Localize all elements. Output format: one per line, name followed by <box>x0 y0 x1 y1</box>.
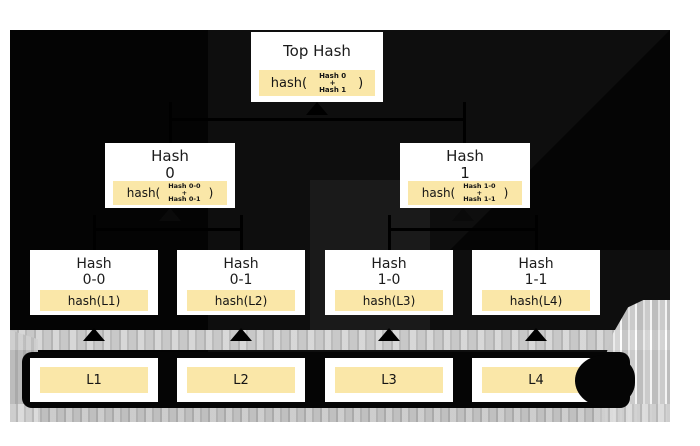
node-hash-0-0-title: Hash 0-0 <box>76 256 112 289</box>
connector-h0-bar <box>93 228 243 231</box>
data-block-l3[interactable]: L3 <box>325 358 453 402</box>
node-top-hash-expression: hash( Hash 0 + Hash 1 ) <box>259 70 375 96</box>
connector-h0-to-top <box>169 102 172 143</box>
hash-arg-second: Hash 1 <box>319 85 347 94</box>
node-top-hash-title: Top Hash <box>283 42 351 60</box>
node-hash-0[interactable]: Hash 0 hash( Hash 0-0 + Hash 0-1 ) <box>105 143 235 208</box>
connector-h1-to-top <box>463 102 466 143</box>
node-hash-1[interactable]: Hash 1 hash( Hash 1-0 + Hash 1-1 ) <box>400 143 530 208</box>
node-hash-1-0-expression: hash(L3) <box>335 290 443 311</box>
hash-arguments: Hash 0-0 + Hash 0-1 <box>168 183 200 203</box>
hash-arguments: Hash 0 + Hash 1 <box>319 71 347 94</box>
node-hash-0-expression: hash( Hash 0-0 + Hash 0-1 ) <box>113 181 227 205</box>
hash-close-paren: ) <box>208 186 214 200</box>
data-block-l1-label: L1 <box>40 367 148 393</box>
hash-close-paren: ) <box>503 186 509 200</box>
arrow-to-hash-0 <box>159 208 181 221</box>
hash-arg-operator: + <box>329 78 336 87</box>
arrow-leaf-l3-to-hash-10 <box>378 328 400 341</box>
arrow-leaf-l2-to-hash-01 <box>230 328 252 341</box>
hash-arg-first: Hash 1-0 <box>463 182 496 191</box>
hash-arg-first: Hash 0-0 <box>168 182 201 191</box>
connector-h00-to-h0 <box>93 215 96 250</box>
node-hash-0-1-expression: hash(L2) <box>187 290 295 311</box>
hash-arg-operator: + <box>476 188 483 197</box>
hash-open-paren: hash( <box>421 186 456 200</box>
node-hash-0-1-title: Hash 0-1 <box>223 256 259 289</box>
node-hash-1-0[interactable]: Hash 1-0 hash(L3) <box>325 250 453 315</box>
hash-arguments: Hash 1-0 + Hash 1-1 <box>463 183 495 203</box>
hash-arg-operator: + <box>181 188 188 197</box>
hash-close-paren: ) <box>358 75 364 91</box>
hash-arg-second: Hash 1-1 <box>463 195 496 204</box>
connector-h01-to-h0 <box>240 215 243 250</box>
connector-h1-bar <box>388 228 538 231</box>
connector-top-bar <box>169 118 466 121</box>
hash-open-paren: hash( <box>270 75 308 91</box>
node-hash-1-1[interactable]: Hash 1-1 hash(L4) <box>472 250 600 315</box>
node-hash-0-0-expression: hash(L1) <box>40 290 148 311</box>
arrow-to-hash-1 <box>452 208 474 221</box>
node-hash-1-expression: hash( Hash 1-0 + Hash 1-1 ) <box>408 181 522 205</box>
hash-open-paren: hash( <box>126 186 161 200</box>
data-block-l3-label: L3 <box>335 367 443 393</box>
data-block-l2[interactable]: L2 <box>177 358 305 402</box>
arrow-leaf-l4-to-hash-11 <box>525 328 547 341</box>
data-block-l4-label: L4 <box>482 367 590 393</box>
node-hash-1-1-title: Hash 1-1 <box>518 256 554 289</box>
data-block-l4[interactable]: L4 <box>472 358 600 402</box>
arrow-to-top-hash <box>306 102 328 115</box>
arrow-leaf-l1-to-hash-00 <box>83 328 105 341</box>
node-hash-0-0[interactable]: Hash 0-0 hash(L1) <box>30 250 158 315</box>
hash-arg-first: Hash 0 <box>319 71 347 80</box>
node-top-hash[interactable]: Top Hash hash( Hash 0 + Hash 1 ) <box>251 32 383 102</box>
node-hash-1-0-title: Hash 1-0 <box>371 256 407 289</box>
connector-h10-to-h1 <box>388 215 391 250</box>
node-hash-0-1[interactable]: Hash 0-1 hash(L2) <box>177 250 305 315</box>
connector-h11-to-h1 <box>535 215 538 250</box>
data-block-l2-label: L2 <box>187 367 295 393</box>
node-hash-1-title: Hash 1 <box>446 147 484 183</box>
data-block-l1[interactable]: L1 <box>30 358 158 402</box>
node-hash-0-title: Hash 0 <box>151 147 189 183</box>
node-hash-1-1-expression: hash(L4) <box>482 290 590 311</box>
hash-arg-second: Hash 0-1 <box>168 195 201 204</box>
